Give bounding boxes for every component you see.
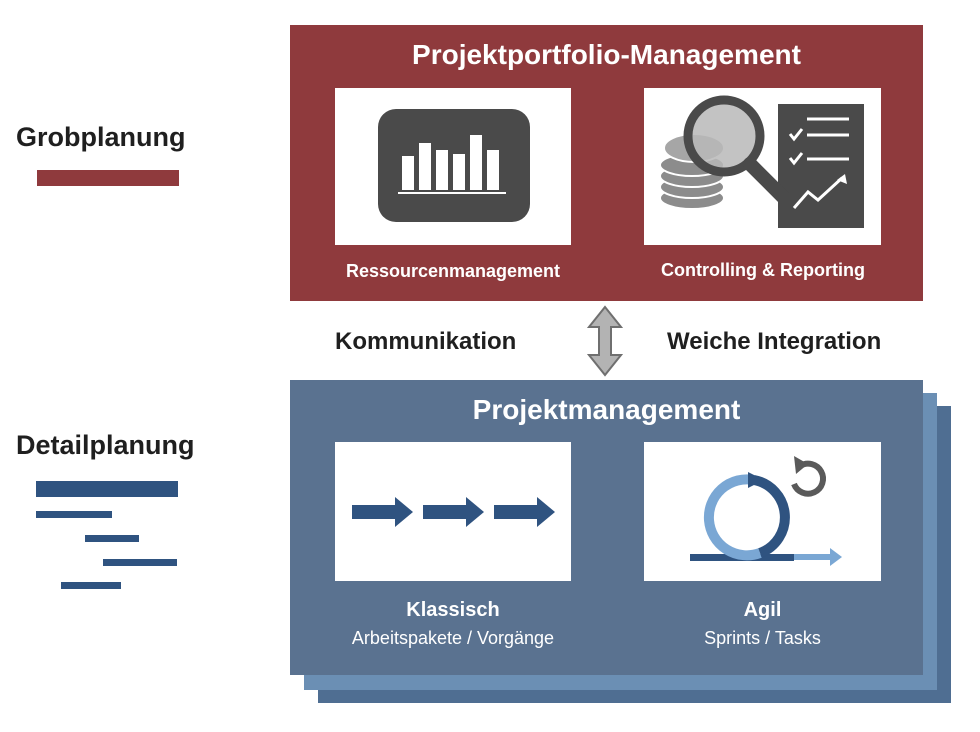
- weiche-integration-label: Weiche Integration: [667, 328, 882, 355]
- project-management-title: Projektmanagement: [472, 394, 741, 425]
- resource-management-panel: [335, 88, 571, 245]
- portfolio-management-box: Projektportfolio-Management Ressourcenma…: [290, 25, 923, 301]
- resource-management-caption: Ressourcenmanagement: [345, 261, 561, 281]
- kommunikation-label: Kommunikation: [335, 328, 517, 355]
- agile-loop-icon: [690, 456, 842, 566]
- detailplanung-label: Detailplanung: [16, 430, 195, 460]
- portfolio-title: Projektportfolio-Management: [412, 39, 801, 70]
- classic-title: Klassisch: [406, 599, 500, 621]
- agile-title: Agil: [743, 599, 782, 621]
- coins-magnifier-report-icon: [659, 95, 864, 228]
- project-management-box: Projektmanagement Klassisch Arbeitspaket…: [290, 380, 923, 675]
- gantt-bar: [36, 481, 178, 497]
- classic-panel: [335, 442, 571, 581]
- agile-panel: [644, 442, 881, 581]
- gantt-bar: [85, 535, 139, 542]
- controlling-reporting-caption: Controlling & Reporting: [661, 260, 865, 280]
- gantt-bar: [36, 511, 112, 518]
- controlling-reporting-panel: [644, 88, 881, 245]
- agile-subtitle: Sprints / Tasks: [704, 628, 821, 648]
- classic-subtitle: Arbeitspakete / Vorgänge: [351, 628, 555, 648]
- double-arrow-vertical-icon: [587, 305, 623, 377]
- gantt-bar: [61, 582, 121, 589]
- bar-chart-icon: [378, 109, 530, 222]
- grobplanung-bar: [37, 170, 179, 186]
- sequential-arrows-icon: [352, 497, 555, 527]
- gantt-bar: [103, 559, 177, 566]
- grobplanung-label: Grobplanung: [16, 122, 186, 152]
